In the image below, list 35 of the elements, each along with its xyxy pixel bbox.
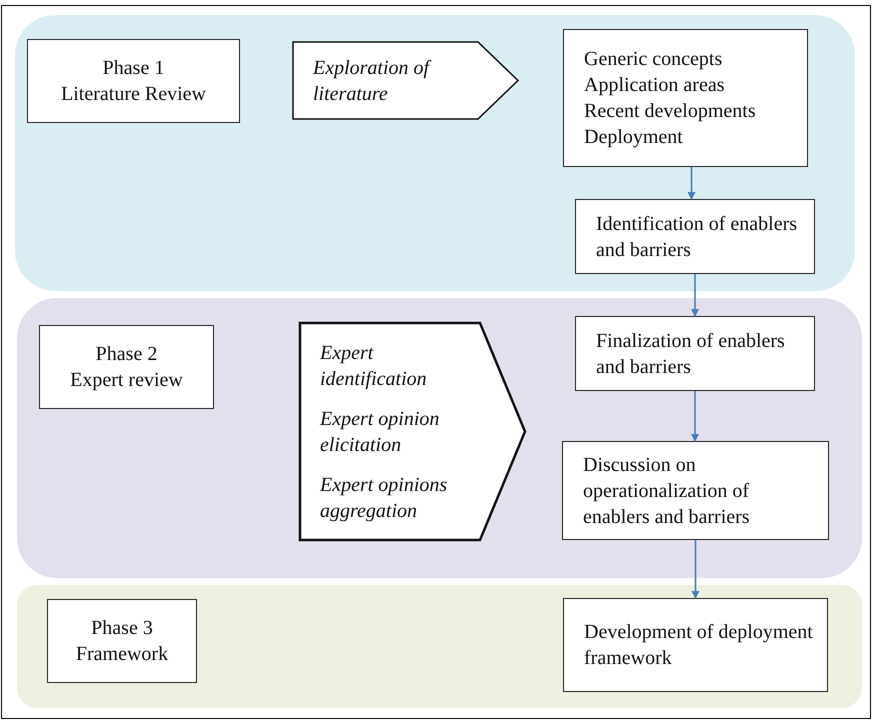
arrow <box>691 391 699 442</box>
phase-band <box>17 585 862 708</box>
process-box <box>563 598 828 692</box>
box-text: Framework <box>76 642 168 667</box>
box-text: Finalization of enablers and barriers <box>596 328 786 380</box>
box-text: Literature Review <box>61 82 206 107</box>
box-text: Identification of enablers and barriers <box>596 212 798 262</box>
box-text: Deployment <box>584 125 683 150</box>
box-text: Exploration of literature <box>313 56 432 106</box>
box-text: Phase 2 <box>96 342 158 367</box>
phase-band <box>17 298 862 578</box>
process-box <box>27 39 240 123</box>
process-box <box>562 441 829 540</box>
box-text: Expert review <box>70 368 183 393</box>
process-box <box>575 316 815 391</box>
process-box <box>563 29 808 167</box>
arrow <box>691 274 699 317</box>
process-box <box>39 325 214 409</box>
box-text: Expert opinions aggregation <box>320 472 448 524</box>
box-text: Application areas <box>584 73 724 98</box>
chevron-box <box>300 323 525 540</box>
process-box <box>575 199 815 274</box>
box-text: Development of deployment framework <box>584 620 813 671</box>
box-text: Phase 1 <box>102 56 164 81</box>
box-text: Expert identification <box>320 340 428 392</box>
box-text: Recent developments <box>584 99 756 124</box>
box-text: Discussion on operationalization of enablers and barriers <box>583 452 751 530</box>
box-text: Phase 3 <box>91 616 153 641</box>
box-text: Expert opinion elicitation <box>320 406 440 458</box>
process-box <box>47 599 197 683</box>
phase-band <box>15 15 855 291</box>
box-text: Generic concepts <box>584 47 722 72</box>
arrow <box>692 540 700 599</box>
chevron-box <box>293 42 518 119</box>
arrow <box>688 167 696 200</box>
